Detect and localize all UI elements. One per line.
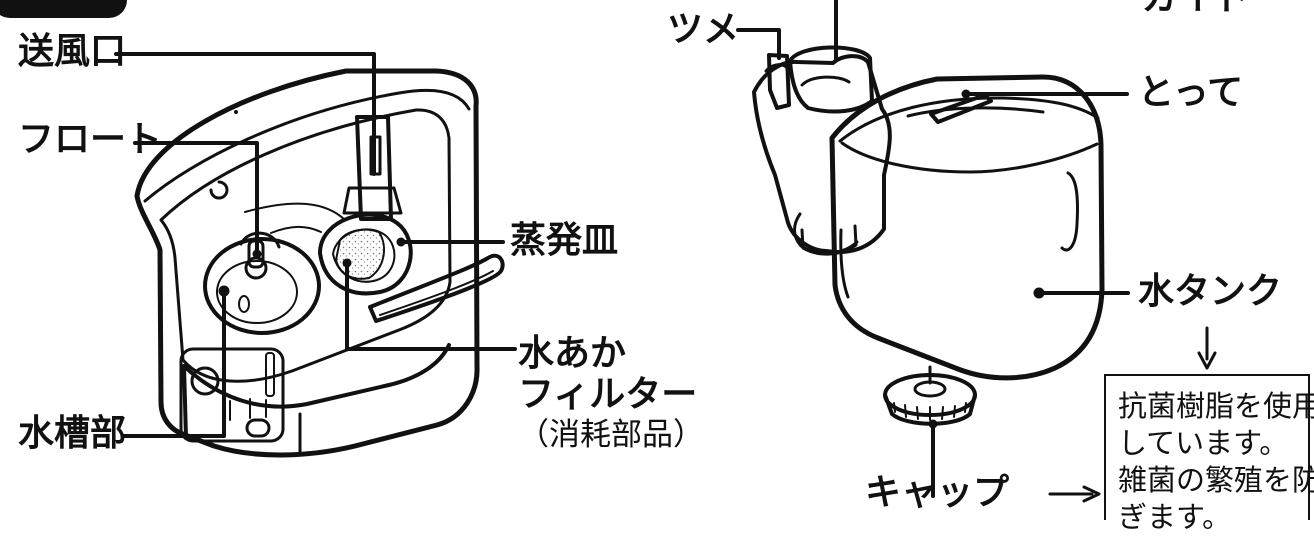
leader-water-tank-section <box>122 289 226 438</box>
leader-float <box>133 141 259 256</box>
arrow-tank-to-note-head <box>1197 351 1217 370</box>
arrow-cap-to-note-head <box>1082 485 1101 503</box>
evaporation-tray-ring <box>318 212 413 296</box>
label-handle: とって <box>1138 72 1244 113</box>
air-outlet-bracket <box>342 186 403 215</box>
label-evaporation-tray: 蒸発皿 <box>510 220 619 261</box>
base-inner-wall <box>159 108 452 383</box>
dot-scale-filter <box>342 258 352 268</box>
note-line-3: 雑菌の繁殖を防 <box>1118 463 1314 497</box>
label-cap: キャップ <box>865 472 1010 513</box>
switch-button <box>245 418 271 438</box>
antibacterial-note: 抗菌樹脂を使用 しています。 雑菌の繁殖を防 ぎます。 <box>1104 374 1314 534</box>
base-outer-shell <box>134 68 480 458</box>
note-line-4: ぎます。 <box>1118 500 1232 534</box>
label-tab: ツメ <box>667 9 740 50</box>
inner-guide-line-2 <box>270 225 322 234</box>
water-tray-bowl <box>203 237 321 335</box>
dot-water-tank <box>1033 287 1045 299</box>
dot-water-tank-section <box>218 285 230 297</box>
small-drain-mark <box>238 295 250 313</box>
air-outlet-slot <box>369 135 382 176</box>
float-top <box>239 231 281 249</box>
humidifier-base-illustration <box>134 68 505 458</box>
dot-float <box>252 249 262 259</box>
control-knob <box>190 366 220 396</box>
water-tray-inner <box>216 260 298 324</box>
control-panel <box>179 347 285 443</box>
diagram-drawing <box>114 0 1217 503</box>
panel-marks <box>229 398 267 421</box>
label-water-tank-section: 水槽部 <box>18 413 127 454</box>
handle-bar <box>368 253 505 323</box>
label-scale-filter-line1: 水あか <box>518 333 627 374</box>
label-scale-filter-line3: （消耗部品） <box>518 417 704 453</box>
label-scale-filter-stack: 水あか フィルター （消耗部品） <box>518 333 704 453</box>
leader-scale-filter <box>345 261 517 351</box>
note-line-1: 抗菌樹脂を使用 <box>1118 389 1314 423</box>
label-water-tank: 水タンク <box>1138 271 1283 312</box>
section-badge <box>0 0 127 18</box>
note-line-2: しています。 <box>1118 426 1289 460</box>
tank-neck-ring <box>800 224 858 256</box>
inner-guide-line <box>244 202 346 221</box>
dot-cap <box>928 419 938 429</box>
water-tank-illustration <box>752 45 1105 426</box>
tank-side-window <box>1060 171 1079 252</box>
base-side-edge <box>182 364 188 440</box>
label-float: フロート <box>18 119 163 160</box>
tank-back-grip <box>800 75 851 87</box>
label-scale-filter-line2: フィルター <box>518 374 698 415</box>
leader-tab <box>736 28 781 60</box>
dot-evaporation-tray <box>396 237 406 247</box>
tank-tab-detail <box>764 63 788 73</box>
tank-main-body <box>829 74 1105 381</box>
base-small-circle-mark <box>209 180 229 200</box>
tank-back-cap <box>788 45 874 114</box>
tank-lower-left <box>839 228 850 299</box>
tank-tab <box>767 53 791 110</box>
cap-grip-lines <box>893 402 967 421</box>
tank-top-edge <box>840 141 1099 174</box>
tank-back-shell <box>752 54 892 255</box>
leader-air-outlet <box>114 52 376 176</box>
leader-lines <box>114 0 1217 503</box>
dot-handle <box>961 89 971 99</box>
handle-slot <box>379 270 494 316</box>
label-guide-partial: ガイド <box>1142 0 1250 16</box>
label-air-outlet: 送風口 <box>18 31 127 72</box>
base-rim-top <box>143 88 471 203</box>
filter-textured-area <box>335 228 386 280</box>
tank-handle <box>929 93 993 124</box>
water-level-window <box>265 352 275 397</box>
